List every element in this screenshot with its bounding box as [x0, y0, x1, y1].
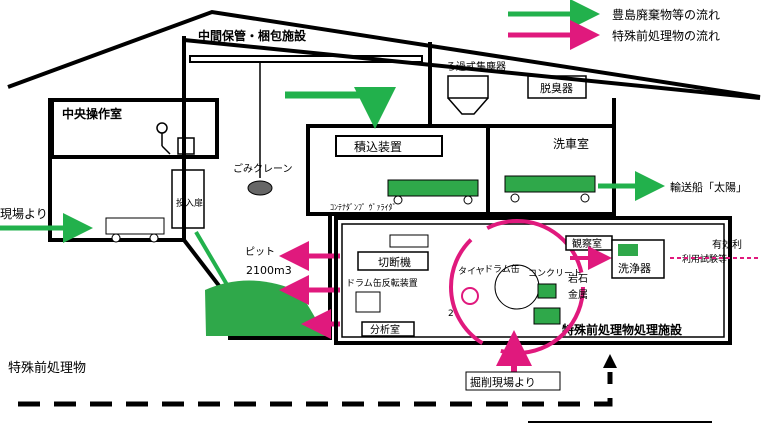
roof-line — [7, 9, 761, 99]
drum-rotary-icon — [355, 291, 381, 313]
cutter-box — [357, 251, 429, 271]
reuse-label: 利用試験等 — [682, 253, 727, 265]
control-room-label: 中央操作室 — [62, 106, 122, 121]
storage-ceiling — [183, 38, 761, 100]
pit-capacity-label: 2100m3 — [246, 264, 292, 277]
dust-collector-type-label: ろ過式集塵器 — [446, 60, 506, 73]
concrete-icon — [537, 283, 557, 299]
crane: ごみクレーン — [189, 55, 423, 196]
concrete-label: コンクリート — [528, 268, 582, 279]
inspection-label: 観察室 — [572, 237, 602, 250]
pretreatment-title: 特殊前処理物処理施設 — [562, 322, 683, 337]
car-wash-room — [486, 124, 616, 216]
crane-rail — [189, 55, 423, 63]
separation-label: 分析室 — [370, 323, 400, 336]
dust-collector-icon — [447, 75, 587, 115]
car-wash-label: 洗車室 — [553, 136, 589, 151]
container-dumper-label: ｺﾝﾃﾅﾀﾞﾝﾌﾟ ｳﾞｧﾗｲﾀﾞ — [330, 203, 397, 212]
special-dashed-path — [18, 372, 613, 407]
dump-truck-icon — [105, 217, 165, 243]
drum-number-label: 2 — [448, 309, 454, 319]
cutter-label: 切断機 — [378, 255, 411, 269]
loader-label: 積込装置 — [354, 139, 402, 154]
car-wash-truck-icon — [504, 175, 596, 203]
special-arrowhead-icon — [603, 354, 617, 368]
green-arrow-to-loader — [285, 87, 396, 129]
rock-label: 岩石 — [568, 272, 588, 285]
excavation-box — [465, 371, 561, 391]
legend-pink-label: 特殊前処理物の流れ — [612, 28, 720, 43]
legend-green-label: 豊島廃棄物等の流れ — [612, 7, 720, 22]
crane-grab-icon — [247, 180, 273, 196]
dust-collector-label: 脱臭器 — [540, 81, 573, 95]
tire-label: タイヤ — [458, 266, 485, 277]
washer-icon — [618, 244, 638, 256]
sorting-loop — [449, 219, 585, 355]
valuables-label: 有効利 — [712, 238, 742, 251]
metal-label: 金属 — [568, 288, 588, 301]
container-truck-icon — [387, 179, 479, 205]
ship-label: 輸送船「太陽」 — [670, 180, 747, 194]
pretreatment-box — [334, 216, 732, 345]
special-label: 特殊前処理物 — [8, 360, 86, 376]
separation-box — [361, 321, 415, 337]
loader-box — [335, 135, 443, 157]
metal-icon — [533, 307, 561, 325]
storage-area-label: 中間保管・梱包施設 — [198, 28, 307, 43]
washer-label: 洗浄器 — [618, 261, 651, 275]
drum-rotary-label: ドラム缶反転装置 — [346, 277, 418, 289]
legend: 豊島廃棄物等の流れ 特殊前処理物の流れ — [508, 0, 720, 50]
building-outline — [7, 9, 761, 340]
hopper-box — [171, 169, 205, 229]
cutter-icon — [389, 234, 429, 248]
from-site-label: 現場より — [0, 207, 48, 221]
hopper-label: 投入扉 — [176, 197, 203, 209]
tire-icon — [461, 287, 479, 305]
crane-label: ごみクレーン — [233, 162, 293, 175]
operator-icon — [156, 122, 195, 155]
from-excavation-label: 掘削現場より — [470, 375, 536, 389]
pit-label: ピット — [245, 246, 275, 258]
drum-can-label: ドラム缶 — [484, 263, 520, 275]
